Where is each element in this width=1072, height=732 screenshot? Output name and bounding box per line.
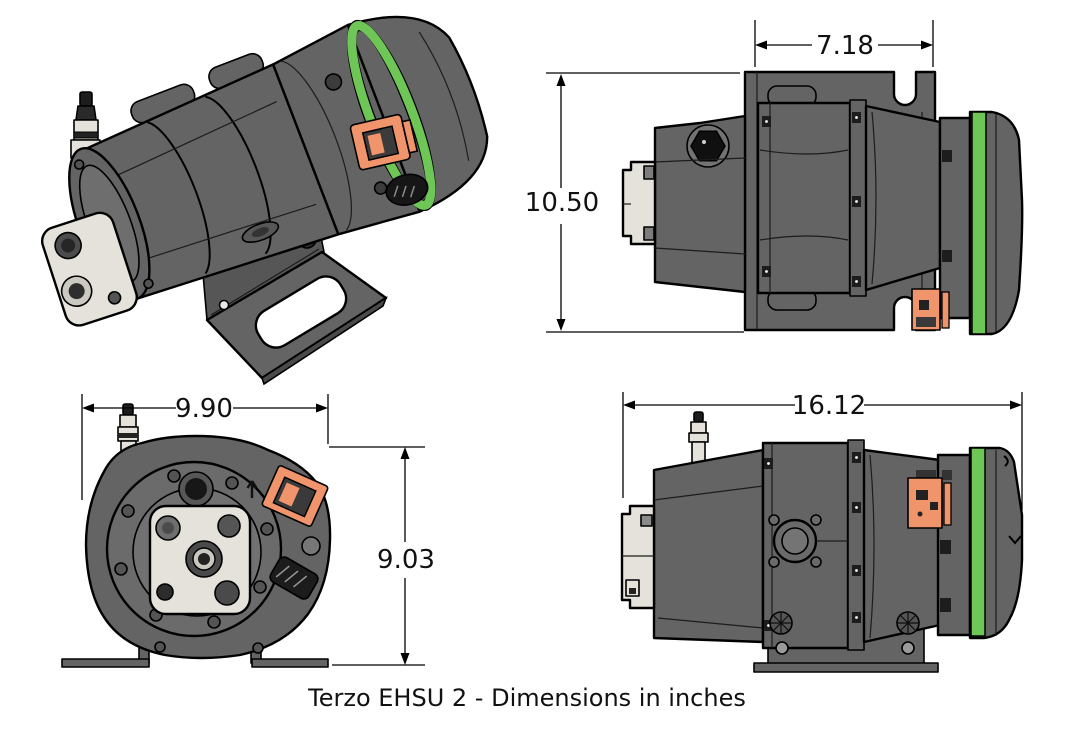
- dim-side-length: 16.12: [622, 391, 1023, 510]
- side-shaft-block: [620, 504, 656, 610]
- top-view: 7.18 10.50: [525, 20, 1024, 336]
- dim-top-height: 10.50: [525, 72, 744, 333]
- iso-orange-connector: [349, 113, 419, 171]
- side-orange-connector: [907, 470, 952, 529]
- dim-front-width: 9.90: [81, 394, 329, 500]
- dim-front-height: 9.03: [329, 446, 435, 666]
- dim-side-length-value: 16.12: [792, 391, 866, 421]
- iso-cable-connector: [385, 173, 429, 206]
- top-shaft-block: [621, 160, 657, 246]
- front-orientation-arrow: [246, 480, 258, 498]
- side-bracket-bolt-left: [769, 611, 793, 635]
- dim-front-height-value: 9.03: [377, 545, 435, 575]
- side-mounting-bracket: [753, 611, 939, 673]
- top-orange-connector: [911, 288, 950, 331]
- front-cable-boot: [269, 556, 319, 600]
- front-pump-plate: [148, 504, 252, 616]
- side-sensor: [688, 411, 709, 465]
- side-view: 16.12: [620, 391, 1024, 673]
- side-left-housing: [652, 448, 765, 644]
- top-rear-housing: [864, 104, 942, 292]
- isometric-view: [40, 15, 489, 386]
- side-green-band: [970, 447, 986, 637]
- front-orange-connector: [261, 465, 329, 527]
- top-hex-plug: [690, 130, 726, 162]
- dim-front-width-value: 9.90: [175, 394, 233, 424]
- dim-top-width: 7.18: [754, 20, 934, 67]
- dim-top-width-value: 7.18: [816, 31, 874, 61]
- top-green-band: [971, 111, 987, 335]
- front-view: 9.90 9.03: [61, 394, 435, 668]
- dim-top-height-value: 10.50: [525, 188, 599, 218]
- iso-pump-face-plate: [40, 211, 138, 327]
- side-port-flange: [768, 514, 848, 568]
- iso-pump-body: [40, 15, 489, 327]
- side-bracket-bolt-right: [896, 611, 920, 635]
- drawing-caption: Terzo EHSU 2 - Dimensions in inches: [307, 684, 746, 712]
